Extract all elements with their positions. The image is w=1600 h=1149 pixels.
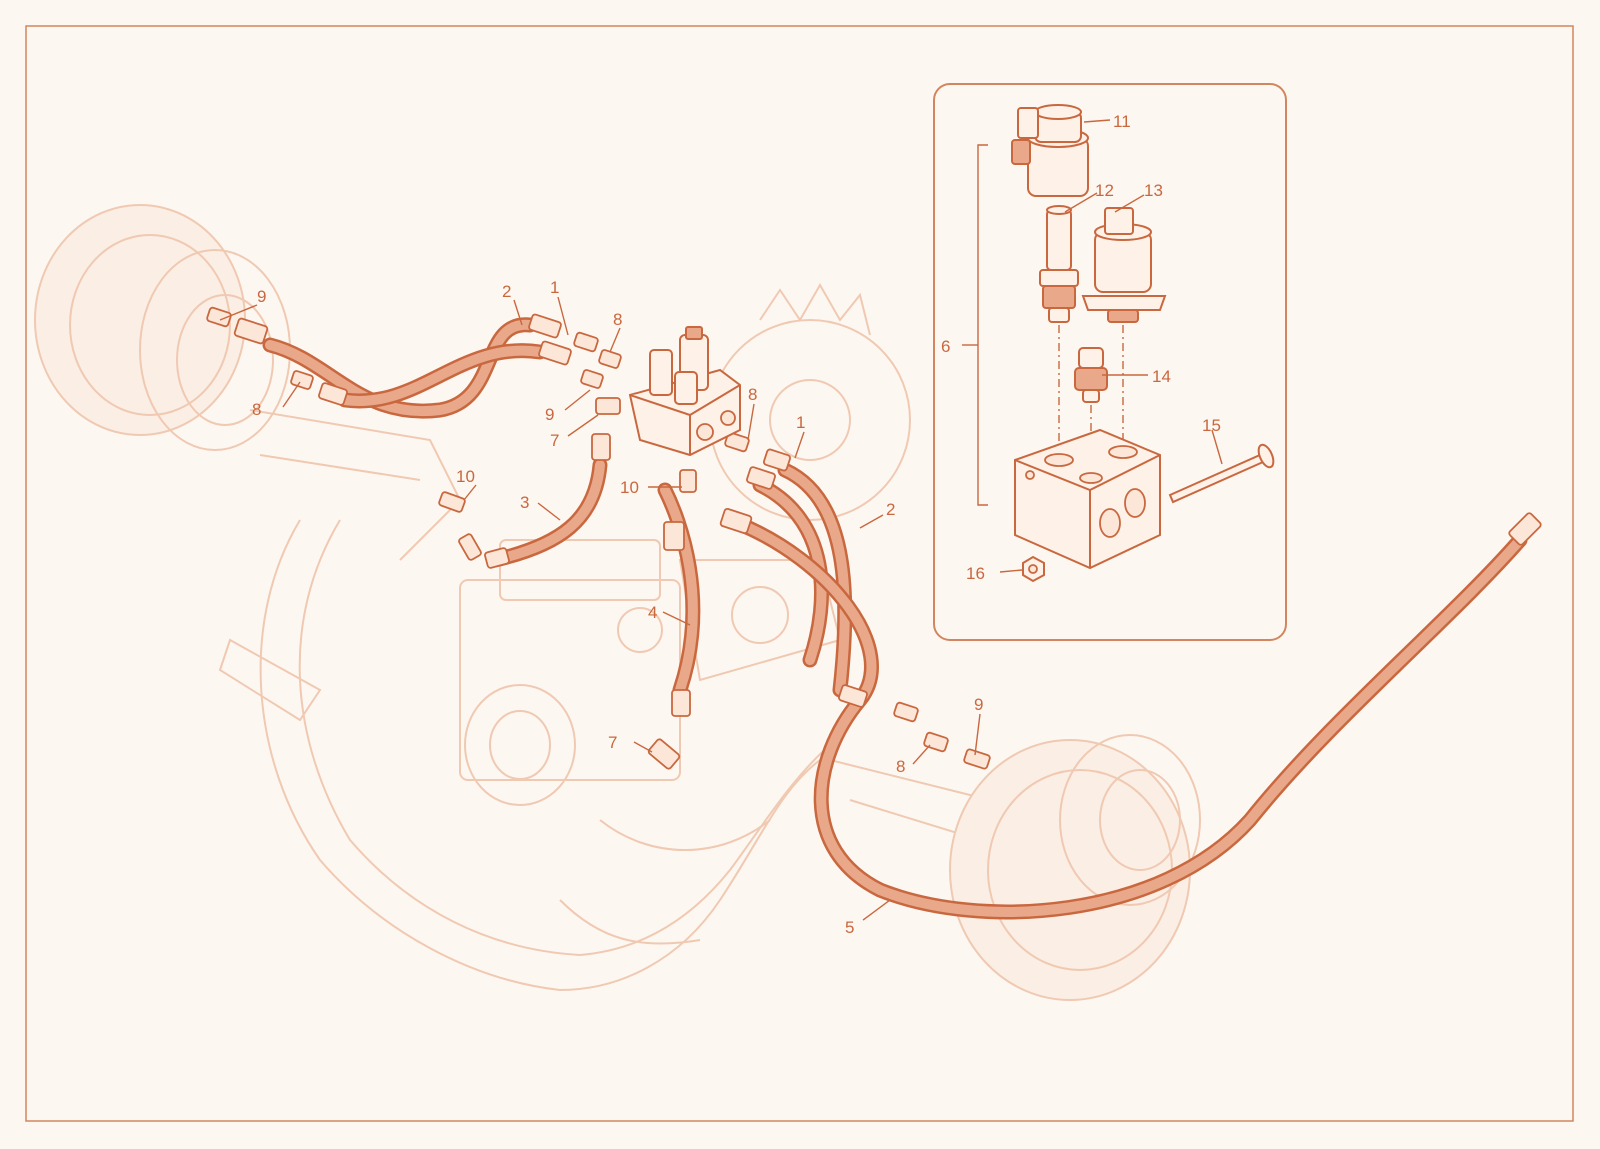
fitting-right-lower-2 — [893, 701, 919, 723]
bolt — [1168, 443, 1275, 504]
callout-15: 15 — [1202, 416, 1221, 435]
leader-lines — [219, 119, 1223, 921]
fitting-left-lower — [290, 370, 314, 390]
hose-4 — [657, 482, 701, 698]
fitting-8-top — [598, 349, 622, 369]
callout-11: 11 — [1113, 112, 1131, 131]
callout-13: 13 — [1144, 181, 1163, 200]
callout-2: 2 — [886, 500, 895, 519]
callout-8: 8 — [613, 310, 622, 329]
hose-3 — [487, 457, 608, 568]
callout-2: 2 — [502, 282, 511, 301]
fitting-hose-4-top — [663, 521, 685, 551]
callout-7: 7 — [608, 733, 617, 752]
background-machinery — [34, 204, 1201, 1001]
elbow-7-bottom — [647, 738, 681, 770]
check-valve — [1074, 347, 1108, 403]
callout-8: 8 — [252, 400, 261, 419]
fitting-9-bottom — [963, 748, 991, 770]
fitting-hose-3-top — [591, 433, 611, 461]
fitting-hose-3-end — [484, 547, 510, 569]
fitting-9-left — [206, 306, 232, 328]
fitting-left-lower-2 — [318, 382, 348, 406]
callout-labels: 9 2 1 8 8 8 9 7 1 10 10 3 2 4 7 9 8 5 6 … — [252, 112, 1221, 937]
hose-5 — [727, 514, 1528, 920]
callout-8: 8 — [896, 757, 905, 776]
outer-frame — [25, 25, 1574, 1122]
callout-7: 7 — [550, 431, 559, 450]
fitting-hose-2-end — [528, 313, 562, 339]
callout-9: 9 — [257, 287, 266, 306]
tee-10-center — [679, 469, 697, 493]
callout-5: 5 — [845, 918, 854, 937]
nut — [1022, 555, 1045, 583]
fittings — [206, 306, 1542, 770]
callout-4: 4 — [648, 603, 657, 622]
elbow-hose-3-end — [458, 533, 482, 561]
tee-10-left — [438, 491, 466, 513]
callout-1: 1 — [550, 278, 559, 297]
fitting-hose-2-right — [746, 466, 776, 490]
valve-block-main — [628, 326, 741, 457]
fitting-hose-1-end — [538, 340, 572, 366]
callout-12: 12 — [1095, 181, 1114, 200]
fitting-hose-5-start — [719, 507, 753, 535]
callout-3: 3 — [520, 493, 529, 512]
fitting-right-lower — [838, 684, 868, 708]
coil — [1011, 104, 1089, 197]
hose-1-right — [777, 462, 853, 698]
elbow-7-top — [595, 397, 621, 415]
fitting-8-bottom — [923, 731, 949, 753]
callout-9: 9 — [974, 695, 983, 714]
callout-10: 10 — [456, 467, 475, 486]
callout-9: 9 — [545, 405, 554, 424]
fitting-hose-1-right — [762, 448, 792, 472]
fitting-1 — [573, 331, 599, 353]
hose-2-right — [752, 477, 829, 668]
hose-2-left — [262, 317, 538, 419]
hose-1-left — [337, 343, 548, 409]
callout-8: 8 — [748, 385, 757, 404]
manifold-block — [1014, 428, 1161, 570]
fitting-9-top — [580, 369, 604, 389]
fitting-8-left — [233, 317, 269, 345]
callout-1: 1 — [796, 413, 805, 432]
fitting-8-right-top — [724, 431, 750, 453]
callout-10: 10 — [620, 478, 639, 497]
cartridge-valve — [1039, 205, 1079, 323]
solenoid-valve — [1081, 207, 1167, 323]
callout-14: 14 — [1152, 367, 1171, 386]
fitting-hose-4-end — [671, 689, 691, 717]
hose-set — [262, 317, 1528, 920]
callout-6: 6 — [941, 337, 950, 356]
fitting-hose-5-end — [1508, 512, 1542, 546]
callout-16: 16 — [966, 564, 985, 583]
inset-parts — [962, 104, 1275, 583]
